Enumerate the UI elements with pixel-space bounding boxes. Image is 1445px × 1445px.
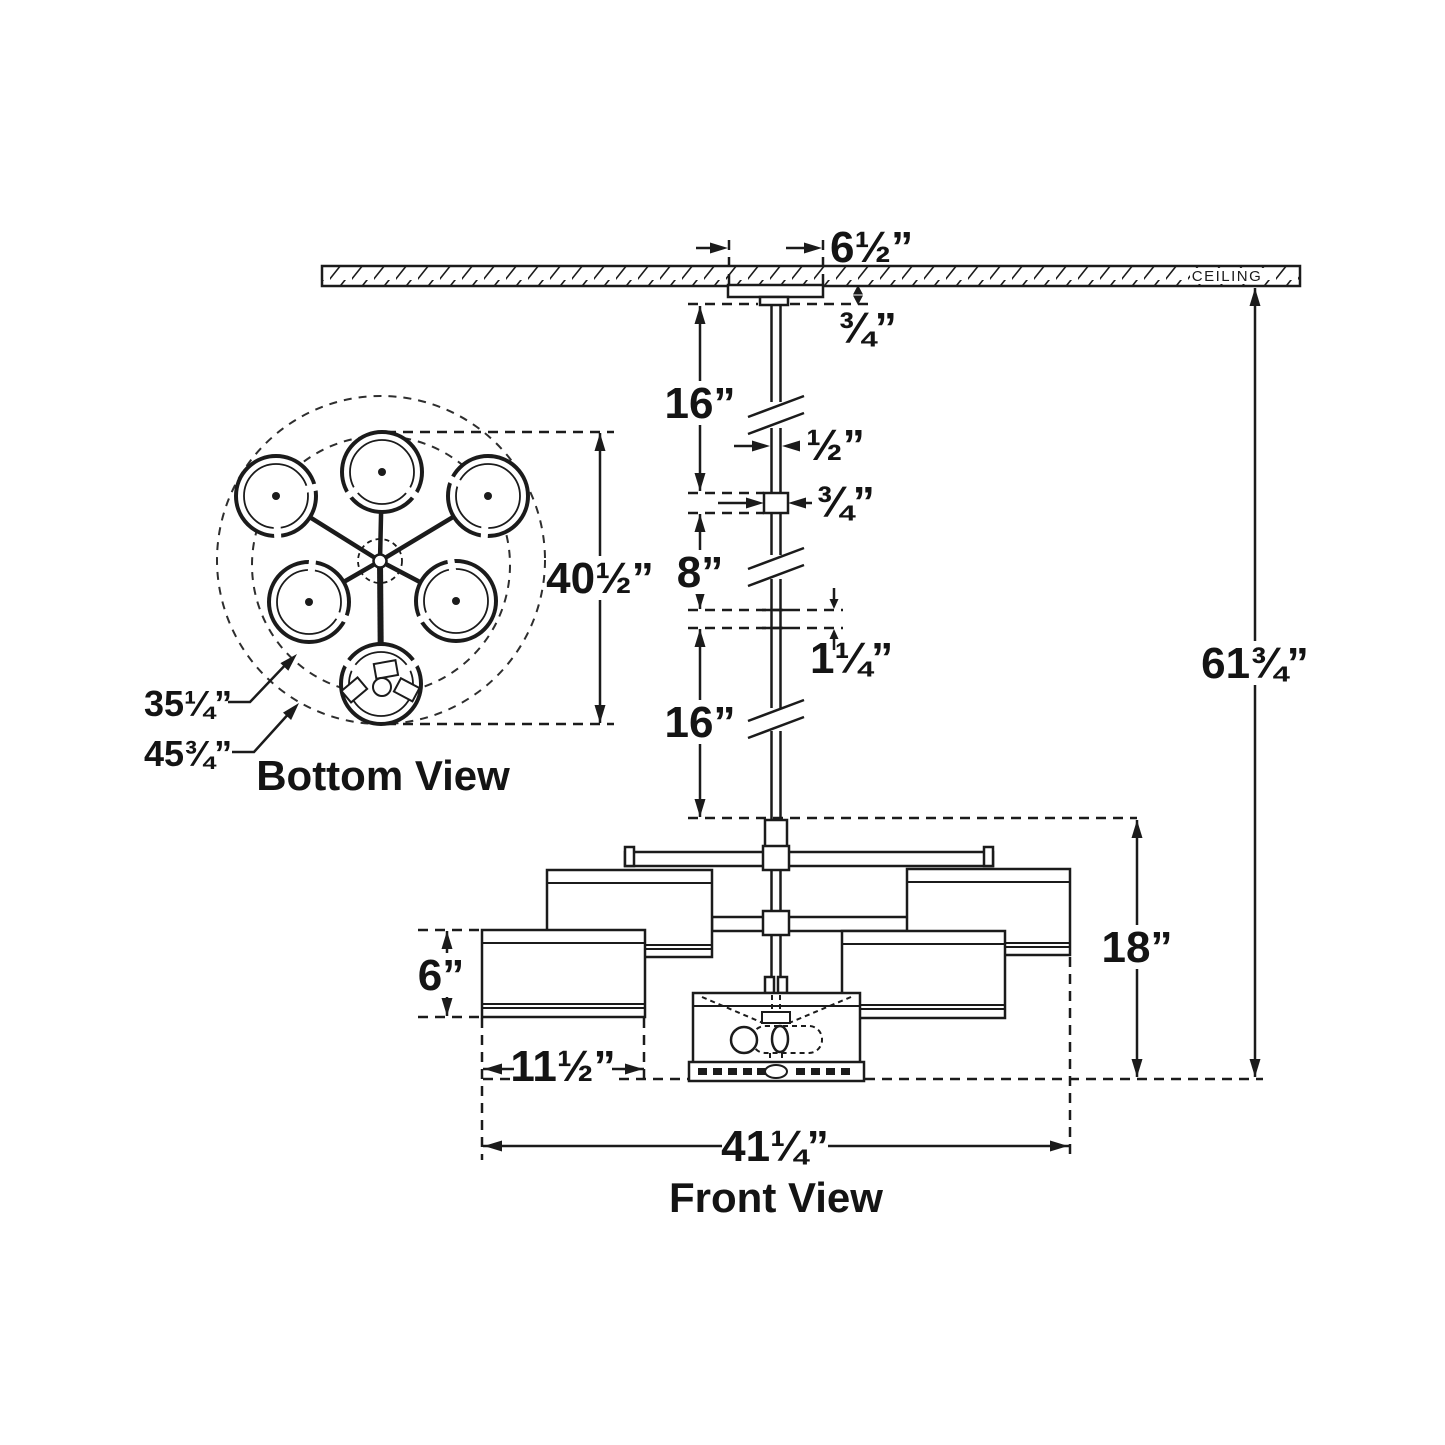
stem-break-1 [747, 394, 805, 436]
upper-arm [623, 850, 995, 868]
dim-stem-width: ½” [734, 421, 865, 470]
outer-diameter-label: 45¾” [144, 733, 232, 774]
ceiling-label: CEILING [1192, 268, 1263, 285]
shade-width-label: 11½” [510, 1042, 615, 1091]
lamp-outline [751, 1025, 823, 1054]
stem-break-3 [747, 698, 805, 740]
stem-width-label: ½” [806, 421, 865, 470]
overall-width-label: 41¼” [721, 1122, 829, 1171]
canopy-height-dim: ¾” [688, 285, 897, 353]
dim-stem-upper: 16” [663, 306, 764, 495]
plan-shade-upper-right [444, 454, 530, 543]
stem-mid-label: 8” [677, 548, 723, 597]
ring-span-label: 40½” [546, 554, 654, 603]
bottom-view-label: Bottom View [256, 752, 510, 799]
canopy [726, 283, 825, 307]
socket-body [761, 1011, 791, 1024]
spacer-label: 1¼” [810, 634, 893, 683]
overall-height-label: 61¾” [1201, 639, 1309, 688]
plan-shade-lower-right [413, 554, 498, 643]
body-height-label: 18” [1102, 923, 1173, 972]
front-view-label: Front View [669, 1174, 883, 1221]
leader-inner-diameter: 35¼” [144, 654, 297, 724]
plan-shade-lower-left [267, 555, 353, 644]
stem-lower-label: 16” [665, 698, 736, 747]
canopy-width-label: 6½” [830, 223, 913, 272]
upper-arm-left-cap [623, 845, 636, 868]
stem-break-2 [747, 546, 805, 588]
ceiling-label-bg [1190, 268, 1264, 284]
plan-shade-bottom-socket [339, 642, 423, 726]
bulb-front [729, 1025, 759, 1055]
dim-coupler: ¾” [688, 478, 875, 527]
canopy-height-label: ¾” [838, 304, 897, 353]
bulb-side [770, 1024, 790, 1054]
dim-stem-lower: 16” [663, 629, 737, 817]
shade-drum-left [480, 928, 647, 1019]
coupler-label: ¾” [816, 478, 875, 527]
bottom-view: 40½” 35¼” 45¾” Bottom View [144, 395, 654, 799]
dim-shade-width: 11½” [480, 1018, 646, 1160]
upper-arm-right-cap [982, 845, 995, 868]
inner-diameter-label: 35¼” [144, 683, 232, 724]
ceiling: CEILING [320, 264, 1302, 288]
shade-drum-right [840, 929, 1007, 1020]
dim-stem-mid: 8” [674, 514, 726, 609]
shade-drum-center [687, 991, 866, 1083]
hub-center [372, 553, 388, 569]
plan-shade-upper-left [234, 454, 322, 543]
dim-body-height: 18” [1100, 820, 1174, 1077]
dim-overall-height: 61¾” [1200, 288, 1310, 1077]
vent-slots [698, 1064, 850, 1079]
dim-spacer: 1¼” [688, 588, 893, 683]
upper-hub [761, 844, 791, 872]
shade-height-label: 6” [418, 951, 464, 1000]
dim-shade-height: 6” [415, 928, 482, 1019]
leader-outer-diameter: 45¾” [144, 703, 299, 774]
dim-overall-width: 41¼” [483, 957, 1072, 1171]
dim-ring-span: 40½” [386, 430, 654, 726]
lower-arm [710, 915, 926, 933]
lower-hub [761, 909, 791, 937]
fixture-frame [623, 818, 995, 995]
canopy-width-dim: 6½” [696, 223, 913, 284]
stem-upper-label: 16” [665, 379, 736, 428]
plan-shade-top [340, 430, 424, 514]
hanging-stem [747, 304, 805, 977]
